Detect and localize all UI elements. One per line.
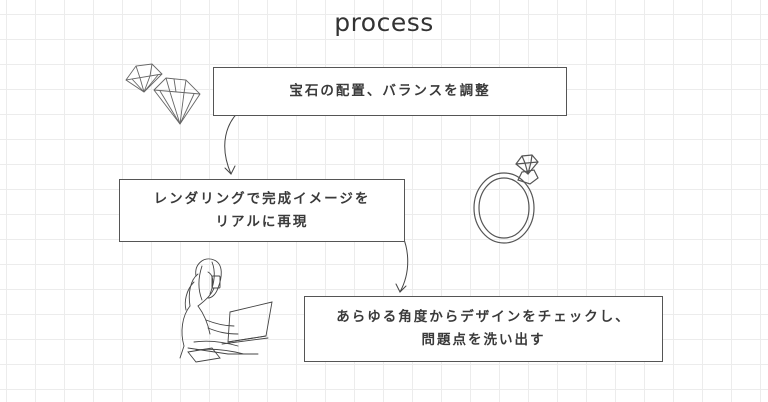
step-label: あらゆる角度からデザインをチェックし、 問題点を洗い出す [336, 309, 631, 348]
process-step-3: あらゆる角度からデザインをチェックし、 問題点を洗い出す [304, 296, 663, 362]
process-step-2: レンダリングで完成イメージを リアルに再現 [119, 179, 405, 242]
ring-icon [473, 154, 539, 244]
arrow-icon [224, 107, 244, 175]
gem-icon [125, 63, 201, 125]
page-title: process [334, 8, 434, 37]
woman-laptop-icon [179, 258, 273, 363]
process-step-1: 宝石の配置、バランスを調整 [213, 67, 567, 116]
step-label: レンダリングで完成イメージを リアルに再現 [153, 190, 371, 230]
step-label: 宝石の配置、バランスを調整 [289, 83, 491, 99]
